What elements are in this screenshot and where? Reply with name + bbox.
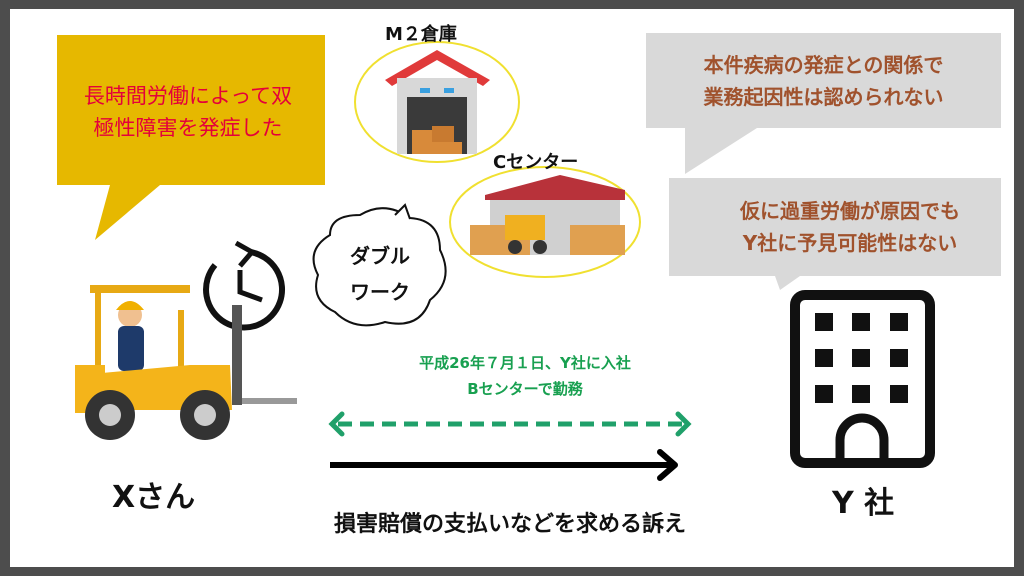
- warehouse-icon: [385, 50, 490, 154]
- employment-line: Bセンターで勤務: [467, 380, 583, 398]
- m2-warehouse-cloud: [354, 41, 520, 163]
- employment-text: 平成26年７月１日、Y社に入社 Bセンターで勤務: [330, 350, 720, 402]
- c-center-label: Cセンター: [493, 152, 579, 173]
- plaintiff-label: Xさん: [112, 480, 196, 515]
- company-building-icon: [790, 290, 935, 468]
- employment-period-arrow: [328, 411, 692, 437]
- x-claim-line: 長時間労働によって双: [83, 84, 293, 108]
- double-work-text: ダブル ワーク: [320, 238, 440, 310]
- y-rebuttal-2-text: 仮に過重労働が原因でも Y社に予見可能性はない: [690, 195, 1010, 259]
- double-work-line: ワーク: [350, 280, 410, 304]
- forklift-worker-illustration: [75, 285, 297, 440]
- lawsuit-arrow: [330, 449, 678, 481]
- x-claim-line: 極性障害を発症した: [93, 116, 283, 140]
- y-rebuttal-1-text: 本件疾病の発症との関係で 業務起因性は認められない: [646, 49, 1001, 113]
- defendant-label: Y 社: [832, 486, 895, 521]
- y-rebuttal-line: 業務起因性は認められない: [703, 85, 944, 109]
- clock-cycle-icon: [203, 240, 285, 331]
- y-rebuttal-line: 仮に過重労働が原因でも: [740, 199, 960, 223]
- double-work-line: ダブル: [350, 244, 410, 268]
- c-center-cloud: [449, 166, 641, 278]
- lawsuit-label: 損害賠償の支払いなどを求める訴え: [333, 512, 686, 537]
- m2-warehouse-label: M２倉庫: [385, 24, 457, 45]
- y-speech-bubble-2: [669, 178, 1001, 290]
- y-rebuttal-line: 本件疾病の発症との関係で: [703, 53, 944, 77]
- diagram-canvas: 長時間労働によって双 極性障害を発症した M２倉庫 Cセンター ダブル ワーク …: [10, 9, 1014, 567]
- y-rebuttal-line: Y社に予見可能性はない: [742, 231, 958, 255]
- x-speech-bubble: [57, 35, 325, 240]
- employment-line: 平成26年７月１日、Y社に入社: [419, 354, 631, 372]
- double-work-bubble: [312, 203, 447, 327]
- x-claim-text: 長時間労働によって双 極性障害を発症した: [58, 80, 318, 144]
- c-center-warehouse-icon: [470, 175, 625, 255]
- y-speech-bubble-1: [646, 33, 1001, 174]
